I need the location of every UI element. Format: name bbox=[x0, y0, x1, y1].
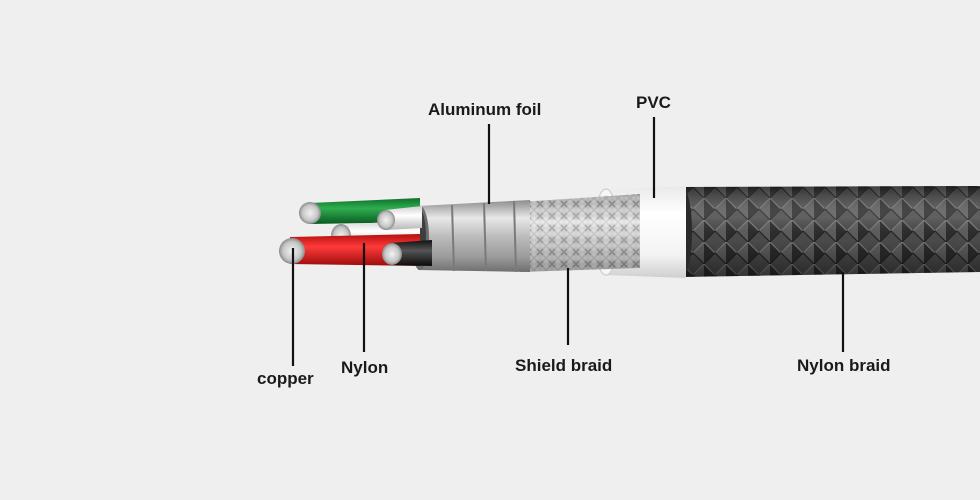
nylon-braid-jacket bbox=[672, 186, 980, 277]
label-pvc: PVC bbox=[636, 93, 671, 112]
copper-strand-end bbox=[299, 202, 321, 224]
label-aluminum-foil: Aluminum foil bbox=[428, 100, 542, 119]
label-shield-braid: Shield braid bbox=[515, 356, 613, 375]
white-wire-top bbox=[377, 206, 422, 230]
label-nylon-braid: Nylon braid bbox=[797, 356, 891, 375]
copper-strand-end bbox=[377, 210, 395, 230]
copper-strand-end bbox=[382, 243, 402, 265]
leader-lines bbox=[291, 117, 845, 366]
shield-braid-mesh bbox=[515, 194, 640, 272]
black-wire bbox=[382, 240, 432, 266]
label-copper: copper bbox=[257, 369, 314, 388]
label-nylon: Nylon bbox=[341, 358, 389, 377]
